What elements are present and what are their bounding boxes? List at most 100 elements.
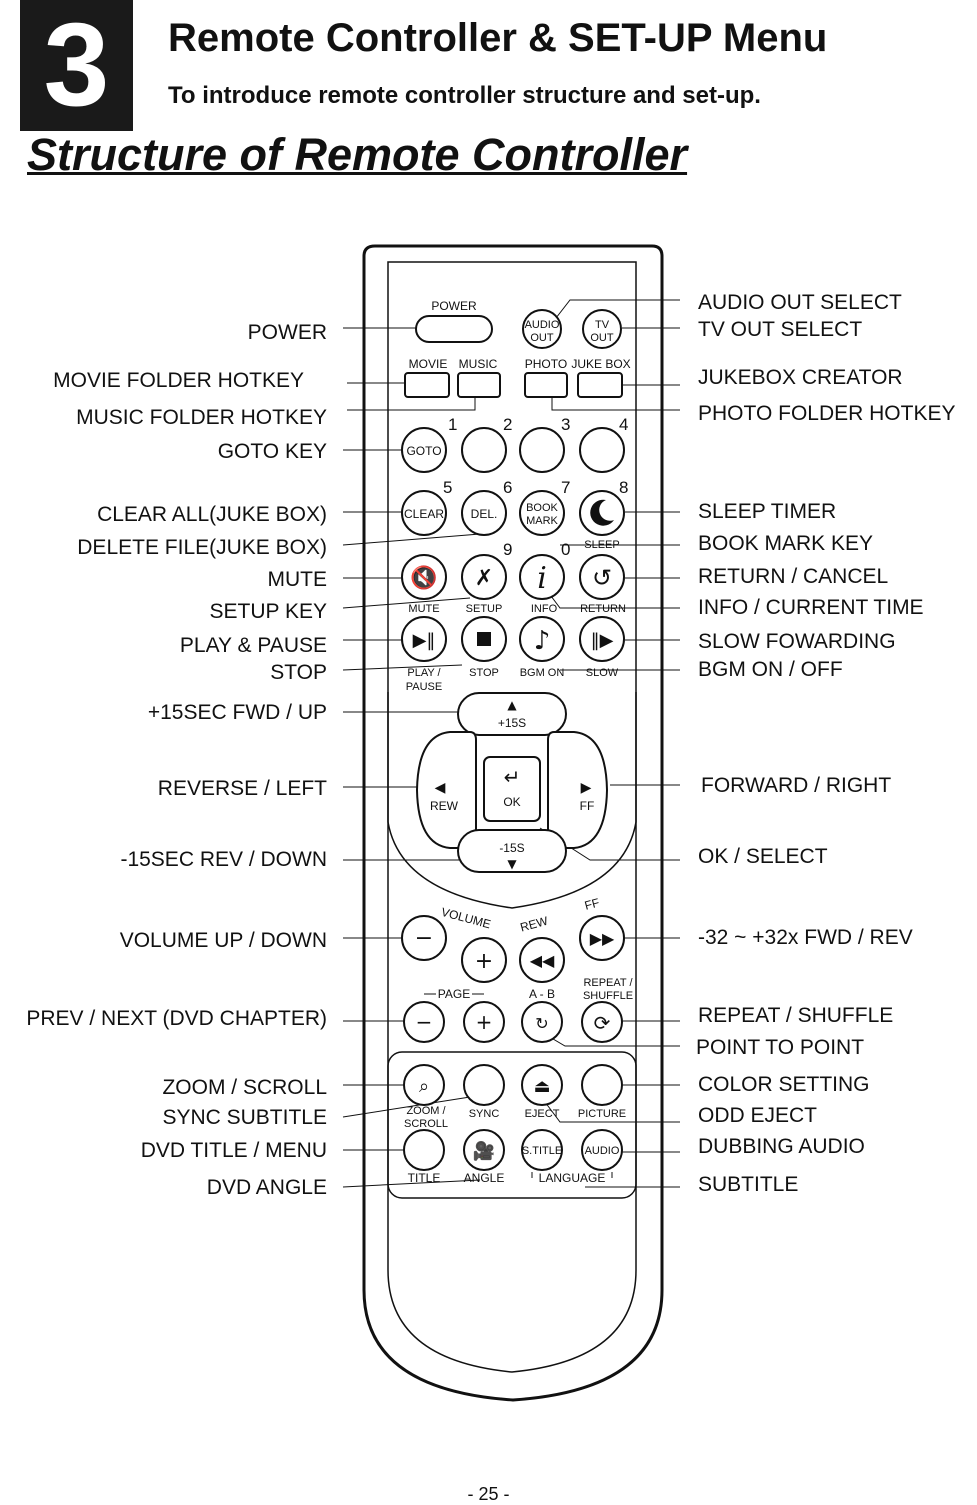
audio-button[interactable] — [581, 1129, 623, 1171]
zoom-button[interactable] — [403, 1064, 445, 1106]
ff-button[interactable] — [579, 915, 625, 961]
ab-text: A - B — [529, 987, 555, 1001]
label-rev-down: -15SEC REV / DOWN — [120, 848, 327, 871]
minus-icon: − — [416, 1010, 433, 1034]
label-bgm-on-off: BGM ON / OFF — [698, 658, 843, 681]
slow-button[interactable] — [579, 616, 625, 662]
tv-out-button[interactable] — [582, 309, 622, 349]
left-arrow-icon: ◀ — [435, 780, 446, 796]
angle-button[interactable] — [463, 1129, 505, 1171]
digit-label-8: 8 — [619, 478, 628, 497]
play-pause-text-2: PAUSE — [406, 681, 442, 693]
label-reverse-left: REVERSE / LEFT — [158, 777, 327, 800]
return-text: RETURN — [580, 603, 626, 615]
audio-out-text-1: AUDIO — [525, 319, 560, 331]
del-button[interactable] — [461, 490, 507, 536]
eject-text: EJECT — [525, 1108, 560, 1120]
right-ff-button[interactable] — [547, 731, 609, 849]
bookmark-button[interactable] — [519, 490, 565, 536]
up-arrow-icon: ▲ — [507, 698, 517, 712]
setup-button[interactable] — [461, 554, 507, 600]
music-button[interactable] — [457, 372, 501, 398]
rew-button[interactable] — [519, 937, 565, 983]
audio-out-button[interactable] — [522, 309, 562, 349]
goto-button[interactable] — [401, 427, 447, 473]
left-rew-button[interactable] — [415, 731, 477, 849]
page-title: Remote Controller & SET-UP Menu — [168, 16, 828, 60]
setup-text: SETUP — [466, 603, 503, 615]
label-volume: VOLUME UP / DOWN — [120, 929, 327, 952]
repeat-text-2: SHUFFLE — [583, 990, 633, 1002]
bgm-button[interactable] — [519, 616, 565, 662]
label-stop: STOP — [270, 661, 327, 684]
label-repeat-shuffle: REPEAT / SHUFFLE — [698, 1004, 893, 1027]
title-button[interactable] — [403, 1129, 445, 1171]
label-power: POWER — [248, 321, 327, 344]
music-text: MUSIC — [459, 357, 498, 371]
eject-button[interactable] — [521, 1064, 563, 1106]
label-dvd-angle: DVD ANGLE — [207, 1176, 327, 1199]
page-subtitle: To introduce remote controller structure… — [168, 82, 761, 109]
del-text: DEL. — [471, 507, 498, 521]
rew-text: REW — [519, 914, 550, 935]
right-arrow-icon: ▶ — [581, 780, 592, 796]
play-pause-button[interactable] — [401, 616, 447, 662]
label-sleep-timer: SLEEP TIMER — [698, 500, 836, 523]
label-mute: MUTE — [268, 568, 328, 591]
mute-button[interactable] — [401, 554, 447, 600]
camera-icon: 🎥 — [473, 1140, 495, 1162]
plus15-text: +15S — [498, 716, 526, 730]
up-plus15-button[interactable] — [457, 692, 567, 736]
digit-2-button[interactable] — [461, 427, 507, 473]
ab-button[interactable] — [521, 1001, 563, 1043]
sync-text: SYNC — [469, 1108, 500, 1120]
enter-icon: ↵ — [504, 765, 521, 789]
angle-text: ANGLE — [464, 1171, 505, 1185]
down-minus15-button[interactable] — [457, 829, 567, 873]
rewind-icon: ◀◀ — [530, 951, 555, 970]
sync-button[interactable] — [463, 1064, 505, 1106]
volume-up-button[interactable] — [461, 937, 507, 983]
label-movie-folder-hotkey: MOVIE FOLDER HOTKEY — [53, 369, 304, 392]
power-text: POWER — [431, 299, 477, 313]
fast-forward-icon: ▶▶ — [590, 929, 615, 948]
photo-button[interactable] — [524, 372, 568, 398]
stop-text: STOP — [469, 667, 499, 679]
play-pause-text-1: PLAY / — [407, 667, 441, 679]
ok-button[interactable] — [483, 756, 541, 822]
label-odd-eject: ODD EJECT — [698, 1104, 817, 1127]
digit-3-button[interactable] — [519, 427, 565, 473]
play-pause-icon: ▶‖ — [413, 630, 436, 651]
movie-button[interactable] — [404, 372, 450, 398]
picture-button[interactable] — [581, 1064, 623, 1106]
prev-button[interactable] — [403, 1001, 445, 1043]
eject-icon: ⏏ — [533, 1076, 550, 1097]
label-dvd-title-menu: DVD TITLE / MENU — [141, 1139, 327, 1162]
power-button[interactable] — [415, 315, 493, 343]
volume-down-button[interactable] — [401, 915, 447, 961]
stitle-text: S.TITLE — [522, 1145, 562, 1157]
shuffle-icon: ⟳ — [594, 1011, 611, 1035]
next-button[interactable] — [463, 1001, 505, 1043]
label-tv-out-select: TV OUT SELECT — [698, 318, 862, 341]
info-button[interactable] — [519, 554, 565, 600]
ok-text: OK — [503, 795, 520, 809]
digit-4-button[interactable] — [579, 427, 625, 473]
bgm-on-text: BGM ON — [520, 667, 565, 679]
return-button[interactable] — [579, 554, 625, 600]
nav-area-frame — [387, 692, 637, 909]
section-heading: Structure of Remote Controller — [27, 129, 688, 180]
slow-icon: ‖▶ — [591, 630, 614, 651]
return-icon: ↺ — [592, 564, 612, 592]
jukebox-button[interactable] — [577, 372, 623, 398]
mute-icon: 🔇 — [410, 565, 437, 591]
clear-button[interactable] — [401, 490, 447, 536]
stop-icon — [477, 632, 491, 646]
label-fwd-up: +15SEC FWD / UP — [148, 701, 327, 724]
repeat-shuffle-button[interactable] — [581, 1001, 623, 1043]
label-subtitle: SUBTITLE — [698, 1173, 798, 1196]
stitle-button[interactable] — [521, 1129, 563, 1171]
sleep-button[interactable] — [579, 490, 625, 536]
label-color-setting: COLOR SETTING — [698, 1073, 870, 1096]
label-slow-fowarding: SLOW FOWARDING — [698, 630, 896, 653]
